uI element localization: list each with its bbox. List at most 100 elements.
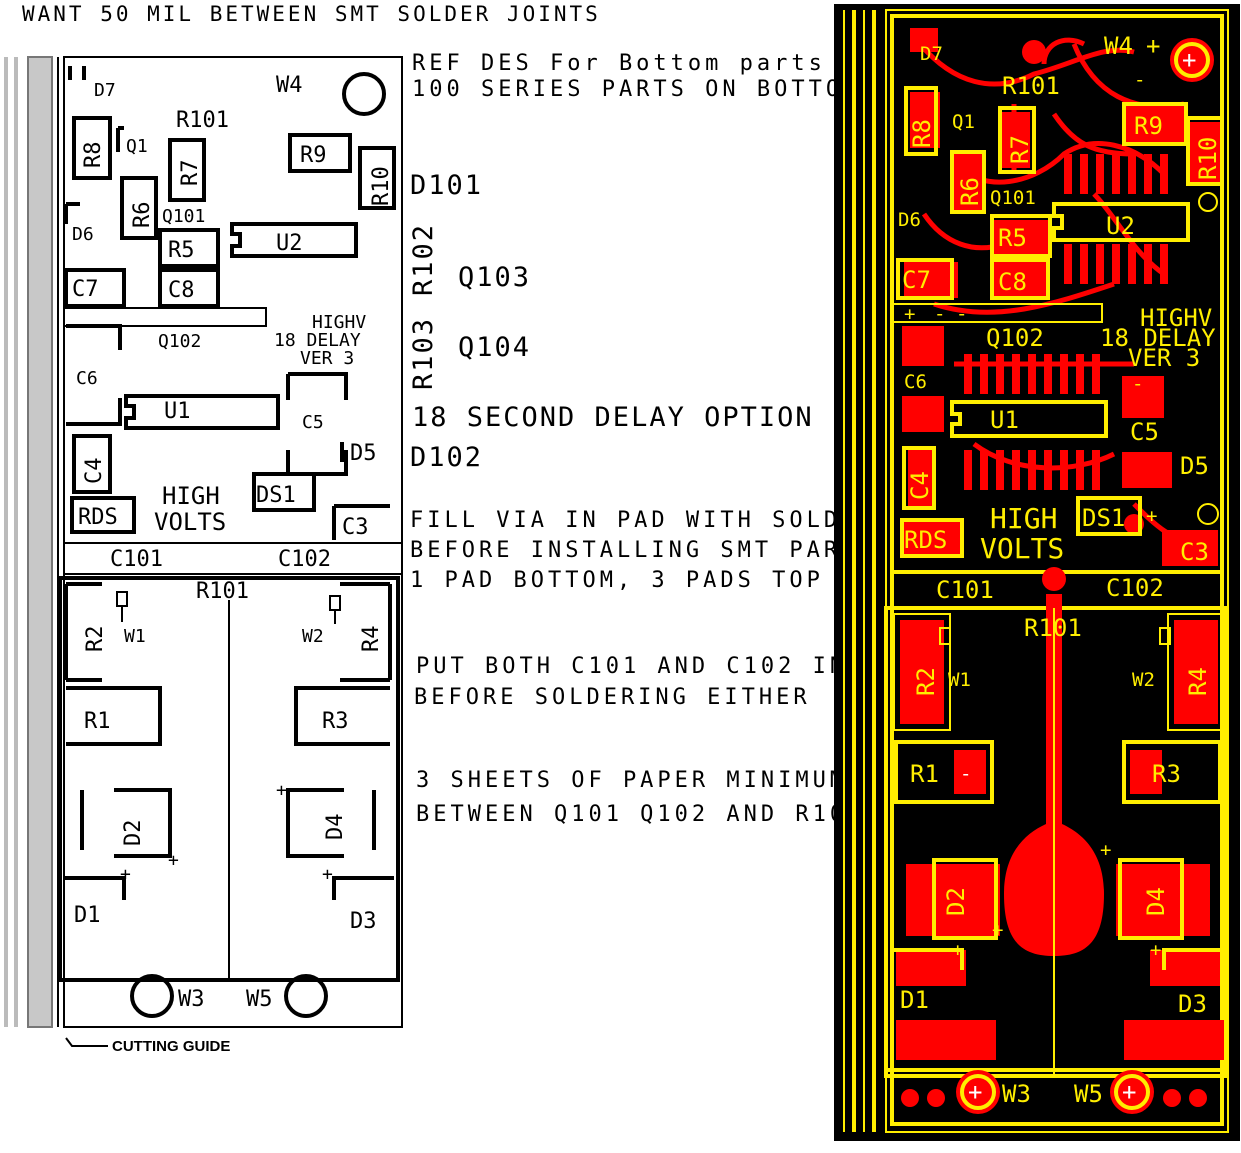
note-ref-des-1: REF DES For Bottom parts <box>412 51 826 76</box>
note-delay-option: 18 SECOND DELAY OPTION <box>412 402 814 433</box>
pcb-r4-label: R4 <box>1184 667 1212 696</box>
rds-outline <box>70 496 136 534</box>
board-version-line3: VER 3 <box>300 348 354 369</box>
c101-label: C101 <box>110 547 163 572</box>
w2-pad <box>329 595 341 611</box>
pcb-c3-label: C3 <box>1180 538 1209 566</box>
pcb-r1-pad <box>954 750 986 794</box>
w1-pad <box>116 591 128 607</box>
w3-pad <box>130 974 174 1018</box>
pcb-bottom-vias <box>901 1089 1207 1107</box>
pcb-d1-plus: + <box>952 939 963 961</box>
pcb-w1-label: W1 <box>948 669 971 691</box>
u2-label: U2 <box>276 231 303 256</box>
copper-traces-top <box>902 28 1220 591</box>
pcb-c3-via <box>1197 503 1219 525</box>
pcb-r10-via <box>1198 192 1218 212</box>
pcb-w5-ring <box>1114 1074 1150 1110</box>
r10-label: R10 <box>369 166 394 206</box>
c7-outline <box>64 268 126 308</box>
q1-outline <box>116 126 124 152</box>
note-q103: Q103 <box>458 262 532 293</box>
pcb-c102-label: C102 <box>1106 574 1164 602</box>
pcb-u1-outline <box>950 400 1108 438</box>
pcb-ds1-plus: + <box>1146 505 1157 527</box>
r8-outline <box>72 116 112 180</box>
r101-label: R101 <box>196 579 249 604</box>
pcb-q1-label: Q1 <box>952 111 975 133</box>
note-fill-via-3: 1 PAD BOTTOM, 3 PADS TOP <box>410 568 824 593</box>
pcb-d4-label: D4 <box>1142 887 1170 916</box>
c4-label: C4 <box>82 458 107 485</box>
d2-label: D2 <box>121 820 146 847</box>
note-d101: D101 <box>410 170 484 201</box>
pcb-d3-label: D3 <box>1178 990 1207 1018</box>
d4-outline <box>286 788 376 858</box>
note-put-both-1: PUT BOTH C101 AND C102 IN <box>416 654 848 679</box>
page-title: WANT 50 MIL BETWEEN SMT SOLDER JOINTS <box>22 2 601 26</box>
cutting-strip <box>27 56 53 1028</box>
ds1-label: DS1 <box>256 483 296 508</box>
r2-label: R2 <box>83 626 108 653</box>
pcb-d7-label: D7 <box>920 43 943 65</box>
note-r103: R103 <box>408 316 439 390</box>
note-fill-via-1: FILL VIA IN PAD WITH SOLDER <box>410 508 876 533</box>
r7-outline <box>168 138 206 202</box>
q102-label: Q102 <box>158 331 201 352</box>
r2-outline <box>64 582 102 682</box>
pcb-c101-label: C101 <box>936 576 994 604</box>
pcb-r1-outline <box>894 740 994 804</box>
d2-outline <box>80 788 172 858</box>
pcb-w4-ring <box>1174 42 1210 78</box>
pcb-q102-plus: + <box>904 303 915 325</box>
d7-label: D7 <box>94 80 116 101</box>
pcb-w5-label: W5 <box>1074 1080 1103 1108</box>
pcb-c8-outline <box>990 258 1050 300</box>
pcb-d5-label: D5 <box>1180 452 1209 480</box>
note-paper-2: BETWEEN Q101 Q102 AND R101 <box>416 802 865 827</box>
pcb-ds1-label: DS1 <box>1082 504 1125 532</box>
pcb-rds-outline <box>900 518 964 558</box>
pcb-d2-outline <box>932 858 998 940</box>
pcb-q102-minus-2: - <box>956 303 967 325</box>
u1-outline <box>124 394 280 430</box>
note-r102: R102 <box>408 222 439 296</box>
r9-label: R9 <box>300 143 327 168</box>
pcb-rds-label: RDS <box>904 526 947 554</box>
pcb-r7-outline <box>998 106 1036 174</box>
pcb-c4-outline <box>902 446 936 510</box>
pcb-d6-label: D6 <box>898 209 921 231</box>
pcb-w4-label: W4 <box>1104 32 1133 60</box>
pcb-w4-pad-plus: + <box>1182 46 1196 74</box>
pcb-u1-label: U1 <box>990 406 1019 434</box>
pcb-d1-outline <box>890 948 964 970</box>
copper-ic-pins <box>964 154 1168 490</box>
r9-outline <box>288 133 352 173</box>
c8-label: C8 <box>168 278 195 303</box>
pcb-w3-label: W3 <box>1002 1080 1031 1108</box>
board-version-line2: 18 DELAY <box>274 330 361 351</box>
pcb-q102-outline <box>891 303 1103 323</box>
pcb-r5-label: R5 <box>998 224 1027 252</box>
w1-label: W1 <box>124 626 146 647</box>
pcb-r1-label: R1 <box>910 760 939 788</box>
pcb-d3-pad <box>1124 1020 1224 1060</box>
pcb-r6-label: R6 <box>956 177 984 206</box>
pcb-d3-pad-top <box>1150 950 1220 986</box>
pcb-r5-outline <box>990 214 1052 258</box>
pcb-r8-label: R8 <box>908 119 936 148</box>
q101-label: Q101 <box>162 206 205 227</box>
q102-outline <box>63 307 267 327</box>
pcb-c4-label: C4 <box>906 471 934 500</box>
pcb-w5-plus: + <box>1122 1078 1136 1106</box>
pcb-d2-label: D2 <box>942 887 970 916</box>
cutting-guide-label: CUTTING GUIDE <box>112 1038 231 1055</box>
pcb-layout: D7 W4 + + - R101 R8 Q1 R7 R9 R10 R6 Q101… <box>834 4 1240 1141</box>
pcb-r2-label: R2 <box>912 667 940 696</box>
pcb-w4-plus: + <box>1146 32 1160 60</box>
pcb-r1-minus: - <box>960 763 971 785</box>
d3-outline <box>332 876 394 900</box>
pcb-r2-pad <box>900 620 944 724</box>
r10-outline <box>358 146 396 210</box>
d7-outline <box>68 66 86 80</box>
